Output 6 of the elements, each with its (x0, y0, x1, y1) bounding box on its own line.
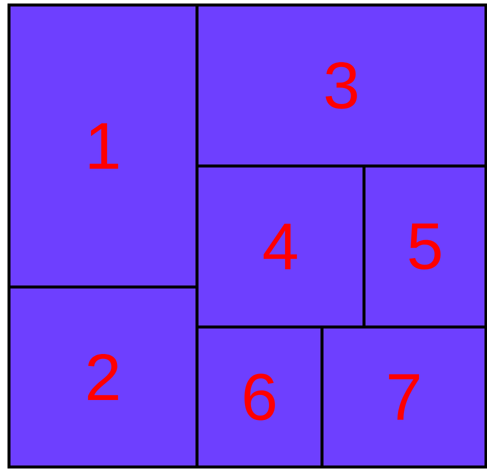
region-box: 5 (362, 164, 487, 328)
region-box: 2 (8, 286, 198, 468)
region-box: 7 (320, 326, 487, 468)
region-box: 6 (196, 326, 324, 468)
region-box: 4 (196, 164, 366, 328)
region-box: 1 (8, 4, 198, 288)
